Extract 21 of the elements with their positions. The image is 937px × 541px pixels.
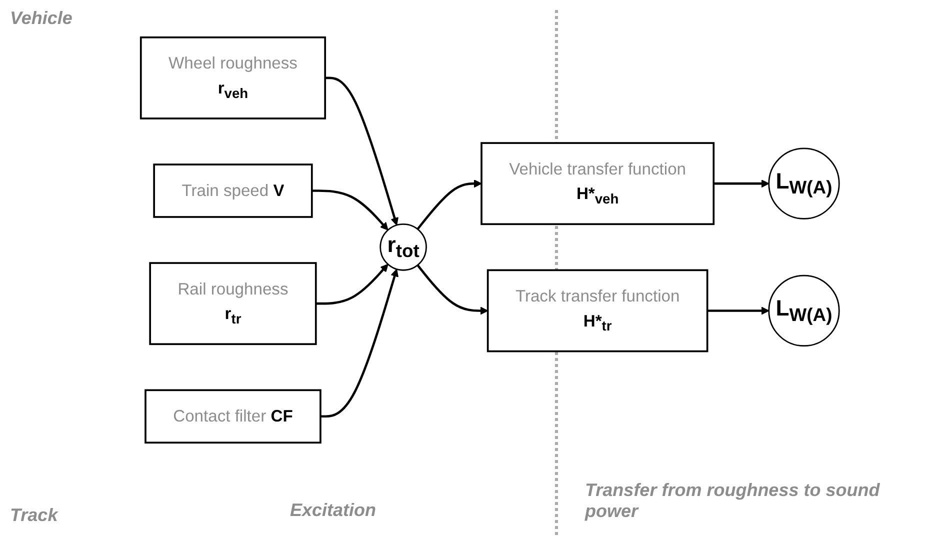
section-label: Track <box>10 505 58 526</box>
node-box: Vehicle transfer function H*$_{veh}$ <box>480 142 715 226</box>
section-label: Excitation <box>290 500 376 521</box>
node-box: Train speed V <box>153 164 313 218</box>
arrow <box>320 268 398 418</box>
node-circle: r$_{tot}$ <box>380 224 427 271</box>
node-circle: L$_{W(A)}$ <box>768 148 840 220</box>
node-box: Rail roughness r$_{tr}$ <box>149 262 317 346</box>
arrow <box>707 306 770 315</box>
section-label: Vehicle <box>10 8 72 29</box>
section-label: Transfer from roughness to sound power <box>585 480 881 522</box>
arrow <box>325 76 398 226</box>
arrow <box>312 190 388 230</box>
arrow <box>714 180 770 188</box>
node-box: Wheel roughness r$_{veh}$ <box>140 36 326 120</box>
arrow <box>316 264 388 305</box>
arrow <box>416 264 488 315</box>
node-box: Track transfer function H*$_{tr}$ <box>486 269 708 352</box>
node-box: Contact filter CF <box>144 389 322 444</box>
arrow <box>416 180 482 230</box>
node-circle: L$_{W(A)}$ <box>768 274 840 347</box>
